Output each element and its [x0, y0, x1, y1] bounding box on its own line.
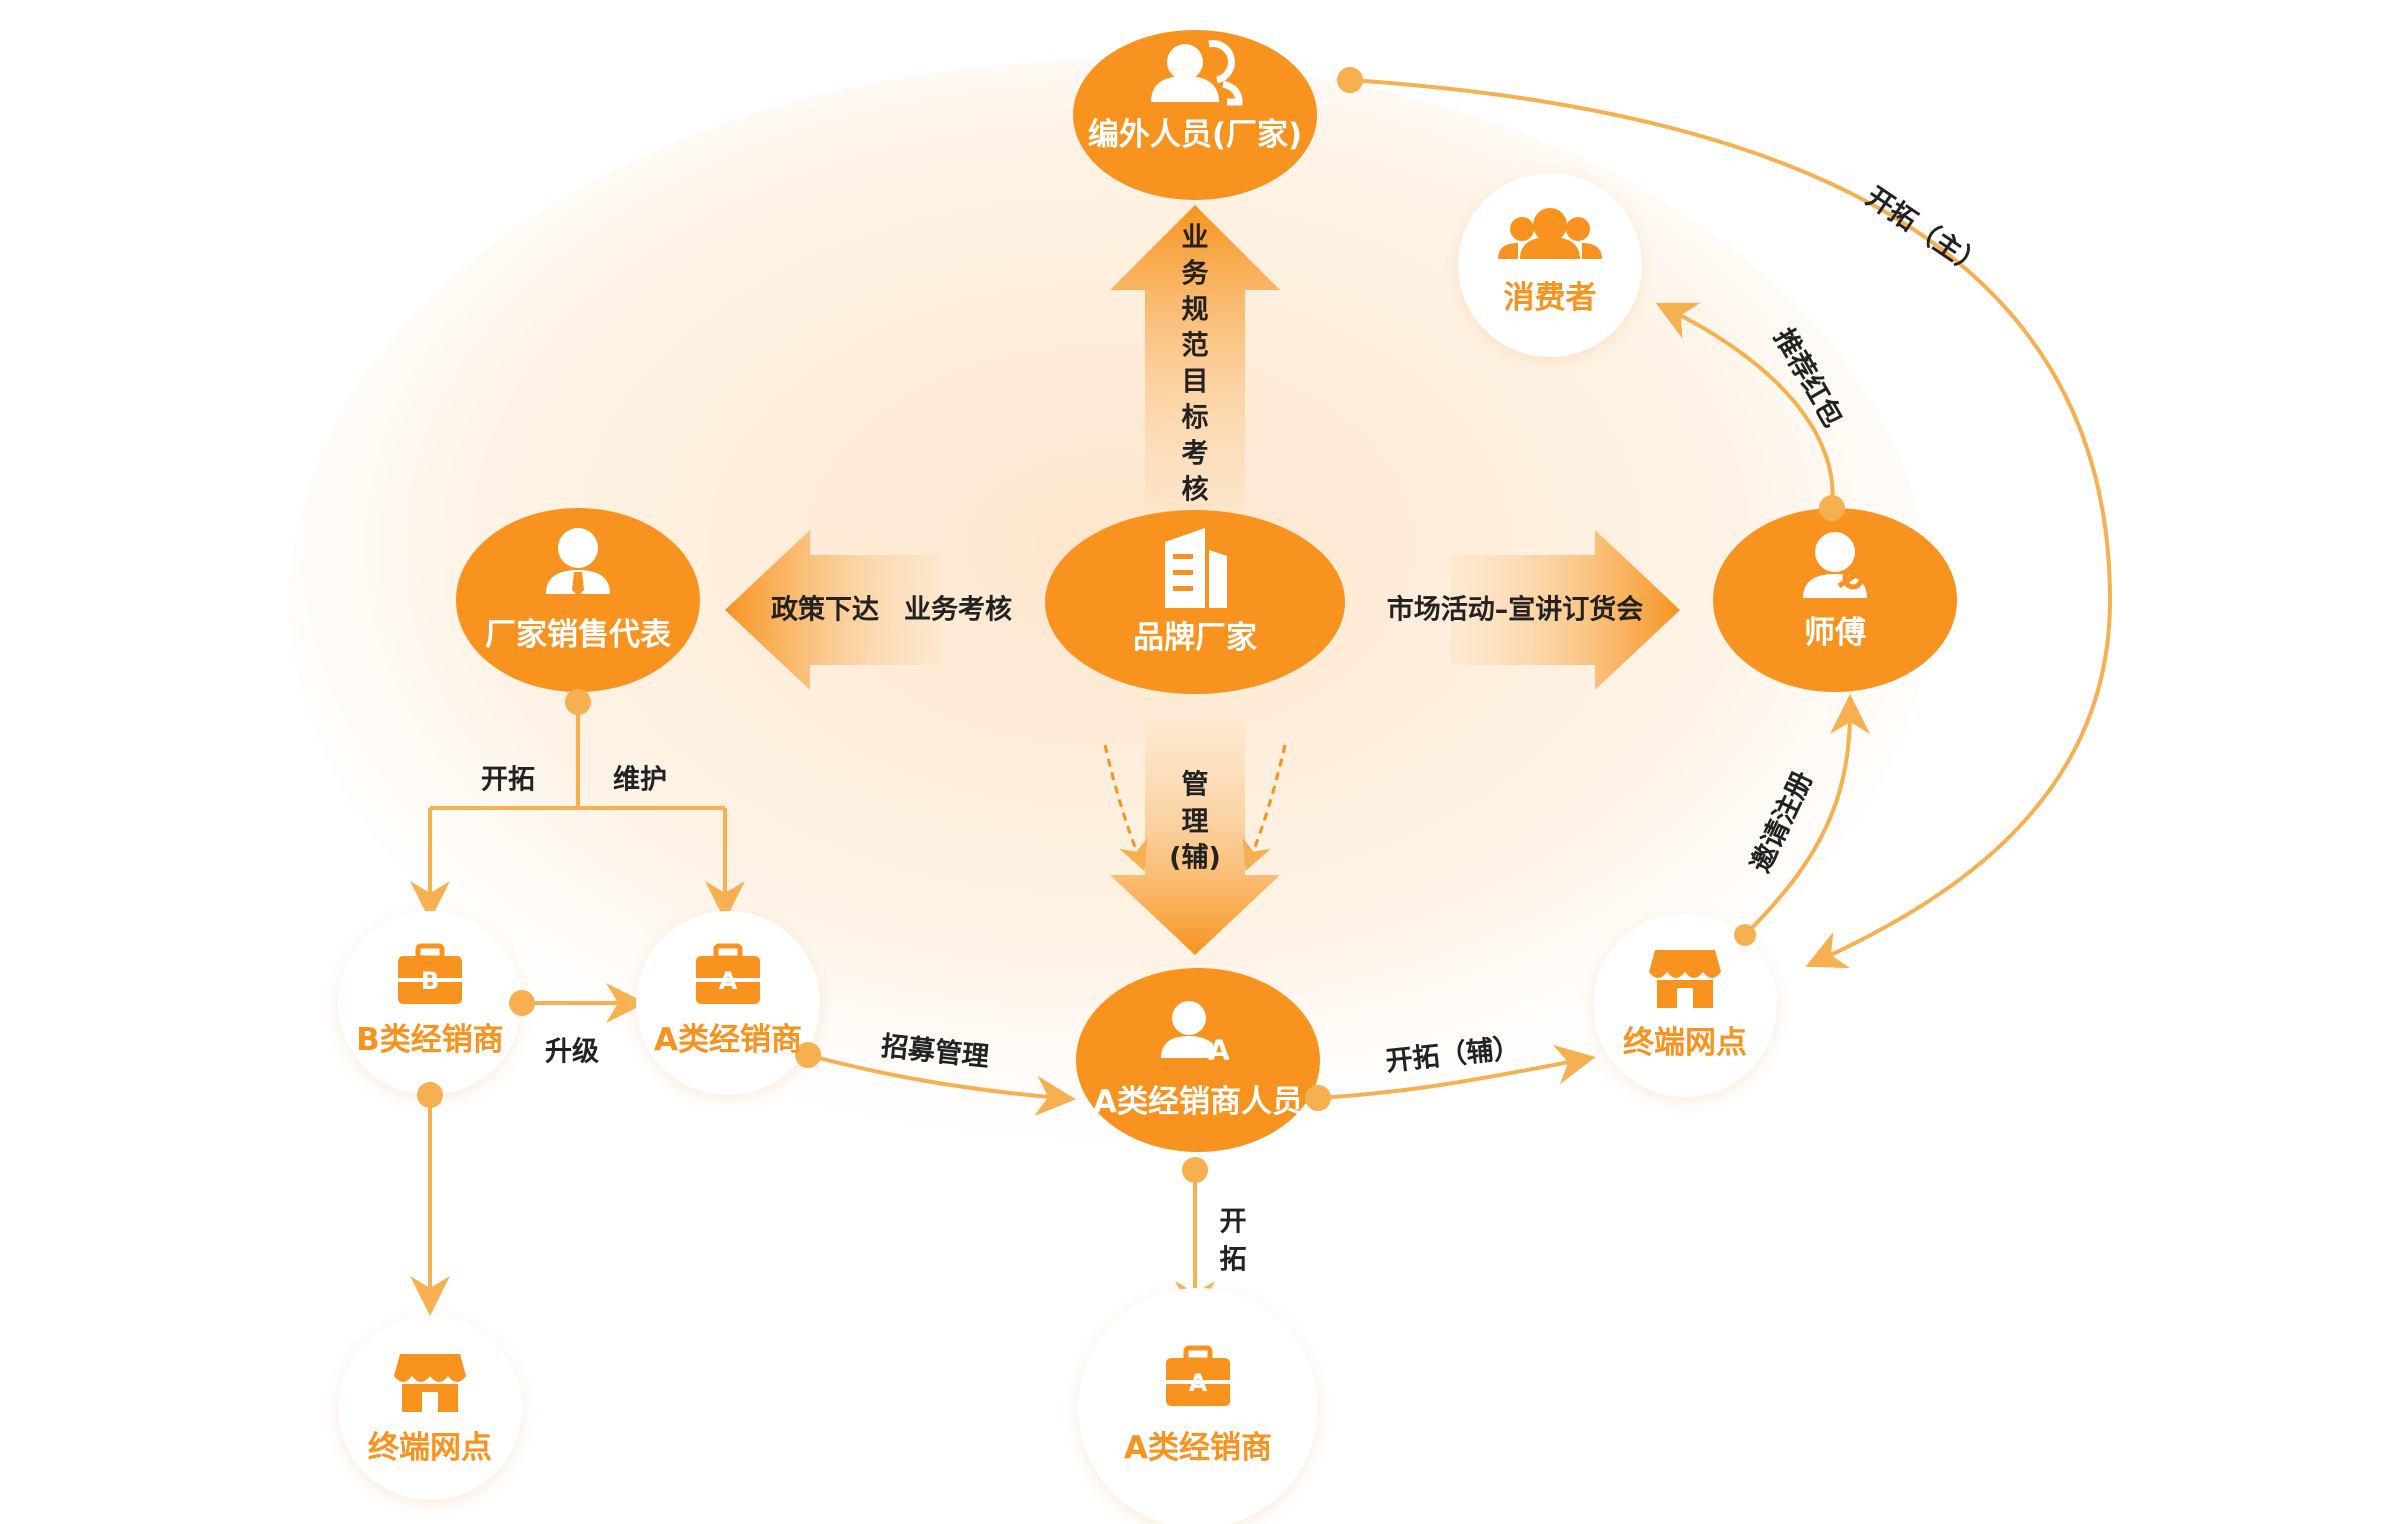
arrow-up [1110, 205, 1280, 510]
a-dealer-bottom-label: A类经销商 [1124, 1430, 1272, 1466]
expand-main-label: 开拓（主） [1860, 181, 1989, 282]
briefcase-badge: B [421, 967, 439, 995]
up-char: 目 [1182, 367, 1209, 398]
dot-staff-bottom [1182, 1157, 1208, 1183]
briefcase-icon: A [1166, 1345, 1230, 1406]
dot-b-bottom [417, 1082, 443, 1108]
up-arrow-label: 业 务 规 范 目 标 考 核 [1182, 223, 1209, 506]
person-badge: A [1208, 1034, 1230, 1067]
edge-rep-branch [430, 702, 725, 810]
building-icon [1165, 528, 1227, 608]
down-char: 理 [1182, 807, 1209, 838]
sales-rep-label: 厂家销售代表 [485, 617, 671, 653]
expand-down-char: 开 [1220, 1207, 1247, 1238]
briefcase-badge: A [719, 967, 738, 995]
edge-expand-main [1349, 78, 2113, 969]
expand-label: 开拓 [481, 765, 535, 796]
outside-staff-node[interactable] [1073, 30, 1317, 200]
a-dealer-bottom-node[interactable] [1078, 1288, 1318, 1524]
dot-a-recruit [795, 1042, 821, 1068]
up-char: 务 [1182, 259, 1209, 290]
dot-b-upgrade [509, 990, 535, 1016]
assess-label: 业务考核 [904, 594, 1012, 626]
up-char: 业 [1182, 223, 1209, 254]
up-char: 范 [1182, 331, 1209, 362]
policy-label: 政策下达 [771, 594, 879, 626]
arrow-down [1110, 720, 1280, 955]
arrow-left [725, 530, 940, 690]
terminal-bottom-label: 终端网点 [368, 1430, 492, 1466]
up-char: 标 [1182, 403, 1209, 434]
group-icon [1498, 208, 1602, 259]
terminal-right-label: 终端网点 [1623, 1025, 1747, 1061]
consumer-node[interactable] [1458, 173, 1642, 357]
master-node[interactable] [1713, 508, 1957, 692]
upgrade-label: 升级 [545, 1036, 599, 1068]
up-char: 核 [1182, 474, 1209, 506]
a-dealer-staff-label: A类经销商人员 [1093, 1084, 1303, 1120]
dashed-arrow-left [1103, 744, 1148, 872]
market-label: 市场活动–宣讲订货会 [1387, 594, 1644, 626]
expand-down-label: 开 拓 [1220, 1207, 1247, 1276]
businessman-icon [546, 528, 610, 596]
shop-icon [394, 1354, 466, 1412]
master-label: 师傅 [1804, 615, 1866, 651]
maintain-label: 维护 [613, 765, 667, 796]
briefcase-icon: A [696, 943, 760, 1004]
b-dealer-label: B类经销商 [356, 1022, 504, 1058]
dot-staff-right [1305, 1085, 1331, 1111]
dot-terminal-right [1734, 924, 1756, 946]
edge-recruit-manage [807, 1053, 1076, 1116]
briefcase-badge: A [1189, 1369, 1208, 1397]
sales-rep-node[interactable] [456, 508, 700, 692]
person-a-icon: A [1161, 1001, 1230, 1067]
dashed-arrow-right [1242, 744, 1287, 872]
down-char: (辅) [1169, 843, 1221, 874]
briefcase-icon: B [398, 943, 462, 1004]
shop-icon [1649, 950, 1721, 1008]
expand-down-char: 拓 [1220, 1245, 1247, 1276]
consumer-label: 消费者 [1504, 280, 1597, 316]
a-dealer-staff-node[interactable] [1076, 968, 1320, 1152]
brand-label: 品牌厂家 [1133, 620, 1257, 656]
dot-sales-rep [565, 689, 591, 715]
worker-icon [1803, 532, 1867, 598]
dot-master-top [1819, 495, 1845, 521]
down-arrow-label: 管 理 (辅) [1169, 770, 1221, 874]
a-dealer-top-label: A类经销商 [654, 1022, 802, 1058]
up-char: 规 [1182, 295, 1209, 326]
dot-expand-main [1337, 67, 1363, 93]
arrow-right [1450, 530, 1680, 690]
edge-invite-register [1743, 694, 1870, 937]
outside-staff-label: 编外人员(厂家) [1088, 117, 1302, 153]
edge-expand-aux [1317, 1044, 1596, 1100]
people-icon [1151, 40, 1243, 106]
edge-red-packet [1655, 302, 1835, 509]
up-char: 考 [1182, 439, 1209, 470]
down-char: 管 [1182, 770, 1209, 801]
